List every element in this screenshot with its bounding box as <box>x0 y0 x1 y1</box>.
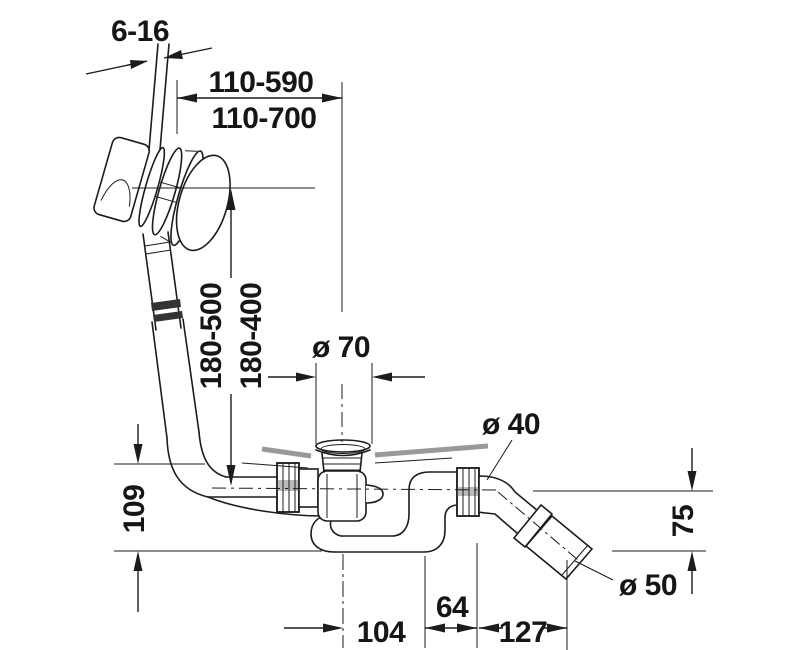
dim-label-outlet-diameter: ø 50 <box>619 569 677 602</box>
dim-drain-flange: ø 70 <box>268 331 425 444</box>
dim-trap-height: 109 <box>114 424 322 612</box>
dim-label-height-b: 180-400 <box>235 283 268 390</box>
dim-panel-thickness: 6-16 <box>85 15 213 75</box>
dim-label-drain-flange: ø 70 <box>312 331 370 364</box>
coupling-nut-right <box>456 467 480 517</box>
dim-outlet-height: 75 <box>533 448 713 594</box>
waste-tee-body <box>317 470 367 522</box>
tub-floor-section <box>241 443 489 469</box>
dim-label-127: 127 <box>499 616 548 649</box>
drain-plug-cap <box>315 439 371 453</box>
clamp-disc <box>151 147 183 236</box>
trap-outer-wall <box>310 504 459 553</box>
coupling-nut-left <box>276 462 319 513</box>
dim-label-104: 104 <box>357 616 406 649</box>
pipe-coupling-band <box>153 311 183 322</box>
dim-label-64: 64 <box>436 591 469 624</box>
dim-label-cable-short: 110-590 <box>209 66 314 99</box>
tee-side-port <box>365 484 384 504</box>
trap-inner-wall <box>329 471 459 537</box>
pipe-sleeve <box>298 468 319 508</box>
drain-waste-assembly <box>315 439 384 522</box>
overflow-down-pipe <box>142 231 279 498</box>
dim-label-panel-thickness: 6-16 <box>111 15 169 48</box>
outlet-elbow-45 <box>478 475 594 581</box>
trap-u-bend <box>207 471 459 553</box>
coupling-shade-band <box>457 487 479 496</box>
pipe-coupling-band <box>151 299 181 311</box>
dim-label-cable-long: 110-700 <box>212 102 317 135</box>
coupling-shade-band <box>277 480 299 491</box>
centerlines <box>211 384 579 561</box>
dim-label-elbow-diameter: ø 40 <box>482 408 540 441</box>
dim-overflow-height: 180-500 180-400 <box>132 187 315 486</box>
rotary-cap <box>175 154 231 252</box>
overflow-cable <box>148 43 170 151</box>
dim-label-trap-height: 109 <box>118 485 151 534</box>
dim-outlet-diameter: ø 50 <box>574 560 678 602</box>
elbow-outer <box>166 437 209 498</box>
dim-elbow-diameter: ø 40 <box>482 408 541 481</box>
dim-bottom-chain: 104 64 127 <box>284 543 568 650</box>
flange-rim <box>315 449 371 457</box>
overflow-head-assembly <box>93 136 231 252</box>
dim-label-outlet-height: 75 <box>667 505 700 537</box>
dim-label-height-a: 180-500 <box>195 283 228 390</box>
gasket-disc <box>138 146 166 228</box>
elbow-inner <box>198 431 227 478</box>
solder-collar <box>512 503 554 549</box>
dim-cable-length: 110-590 110-700 <box>176 66 343 312</box>
